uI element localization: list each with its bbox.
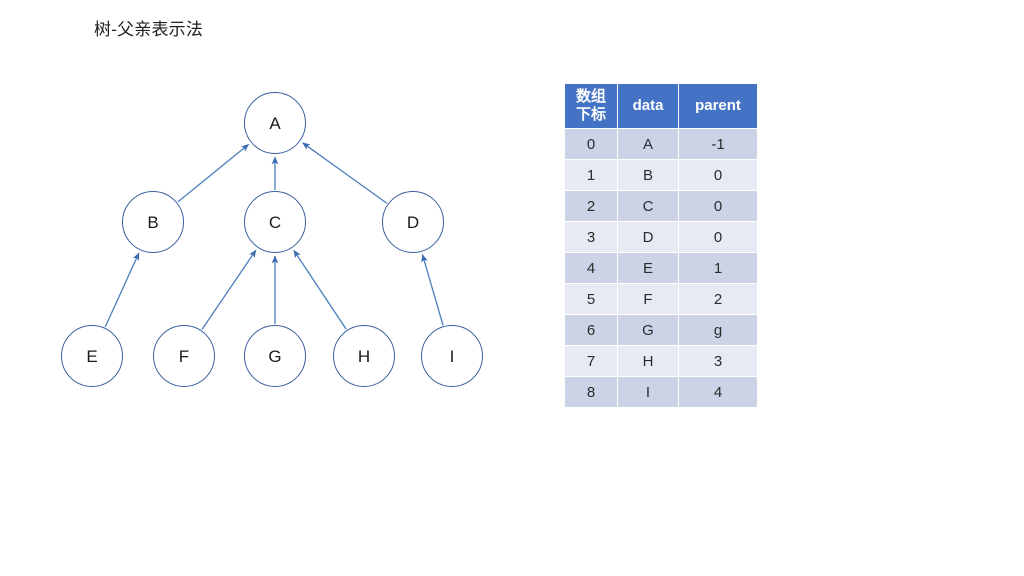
- tree-diagram: A B C D E F G H I: [0, 0, 540, 440]
- tree-node-label: A: [269, 113, 281, 133]
- table-header-row: 数组 下标 data parent: [565, 84, 757, 128]
- cell-data: F: [618, 284, 678, 314]
- tree-edge-b-to-a: [177, 143, 250, 203]
- cell-data: D: [618, 222, 678, 252]
- cell-array-index: 1: [565, 160, 617, 190]
- cell-data: H: [618, 346, 678, 376]
- cell-array-index: 4: [565, 253, 617, 283]
- cell-parent: 3: [679, 346, 757, 376]
- tree-node-label: F: [178, 346, 190, 366]
- cell-data: I: [618, 377, 678, 407]
- tree-node-c[interactable]: C: [244, 191, 306, 253]
- array-index-header-line2: 下标: [575, 106, 606, 123]
- cell-data: B: [618, 160, 678, 190]
- cell-parent: 4: [679, 377, 757, 407]
- tree-node-label: C: [268, 212, 282, 232]
- tree-edge-d-to-a: [302, 142, 388, 204]
- tree-node-label: G: [268, 346, 282, 366]
- tree-node-label: B: [147, 212, 159, 232]
- cell-parent: 1: [679, 253, 757, 283]
- cell-array-index: 2: [565, 191, 617, 221]
- tree-node-label: E: [86, 346, 98, 366]
- tree-edge-layer: [104, 142, 444, 330]
- tree-edge-f-to-c: [201, 249, 257, 330]
- cell-array-index: 3: [565, 222, 617, 252]
- cell-data: G: [618, 315, 678, 345]
- tree-node-a[interactable]: A: [244, 92, 306, 154]
- cell-parent: g: [679, 315, 757, 345]
- cell-parent: 0: [679, 191, 757, 221]
- tree-node-d[interactable]: D: [382, 191, 444, 253]
- cell-parent: -1: [679, 129, 757, 159]
- tree-node-label: H: [357, 346, 371, 366]
- column-header-array-index: 数组 下标: [565, 84, 617, 128]
- cell-array-index: 0: [565, 129, 617, 159]
- tree-node-g[interactable]: G: [244, 325, 306, 387]
- tree-node-label: I: [449, 346, 455, 366]
- tree-edge-i-to-d: [421, 254, 444, 326]
- tree-node-f[interactable]: F: [153, 325, 215, 387]
- column-header-data: data: [618, 84, 678, 128]
- cell-data: E: [618, 253, 678, 283]
- cell-array-index: 7: [565, 346, 617, 376]
- array-index-header-line1: 数组: [575, 88, 606, 105]
- tree-node-b[interactable]: B: [122, 191, 184, 253]
- cell-data: A: [618, 129, 678, 159]
- cell-parent: 2: [679, 284, 757, 314]
- cell-array-index: 6: [565, 315, 617, 345]
- tree-node-label: D: [406, 212, 420, 232]
- cell-parent: 0: [679, 222, 757, 252]
- cell-array-index: 5: [565, 284, 617, 314]
- cell-parent: 0: [679, 160, 757, 190]
- tree-edge-h-to-c: [293, 249, 347, 330]
- column-header-parent: parent: [679, 84, 757, 128]
- tree-node-i[interactable]: I: [421, 325, 483, 387]
- tree-edge-e-to-b: [104, 252, 140, 328]
- tree-edges: [104, 142, 444, 330]
- tree-node-h[interactable]: H: [333, 325, 395, 387]
- cell-data: C: [618, 191, 678, 221]
- page-title: 树-父亲表示法: [94, 20, 204, 39]
- cell-array-index: 8: [565, 377, 617, 407]
- tree-node-e[interactable]: E: [61, 325, 123, 387]
